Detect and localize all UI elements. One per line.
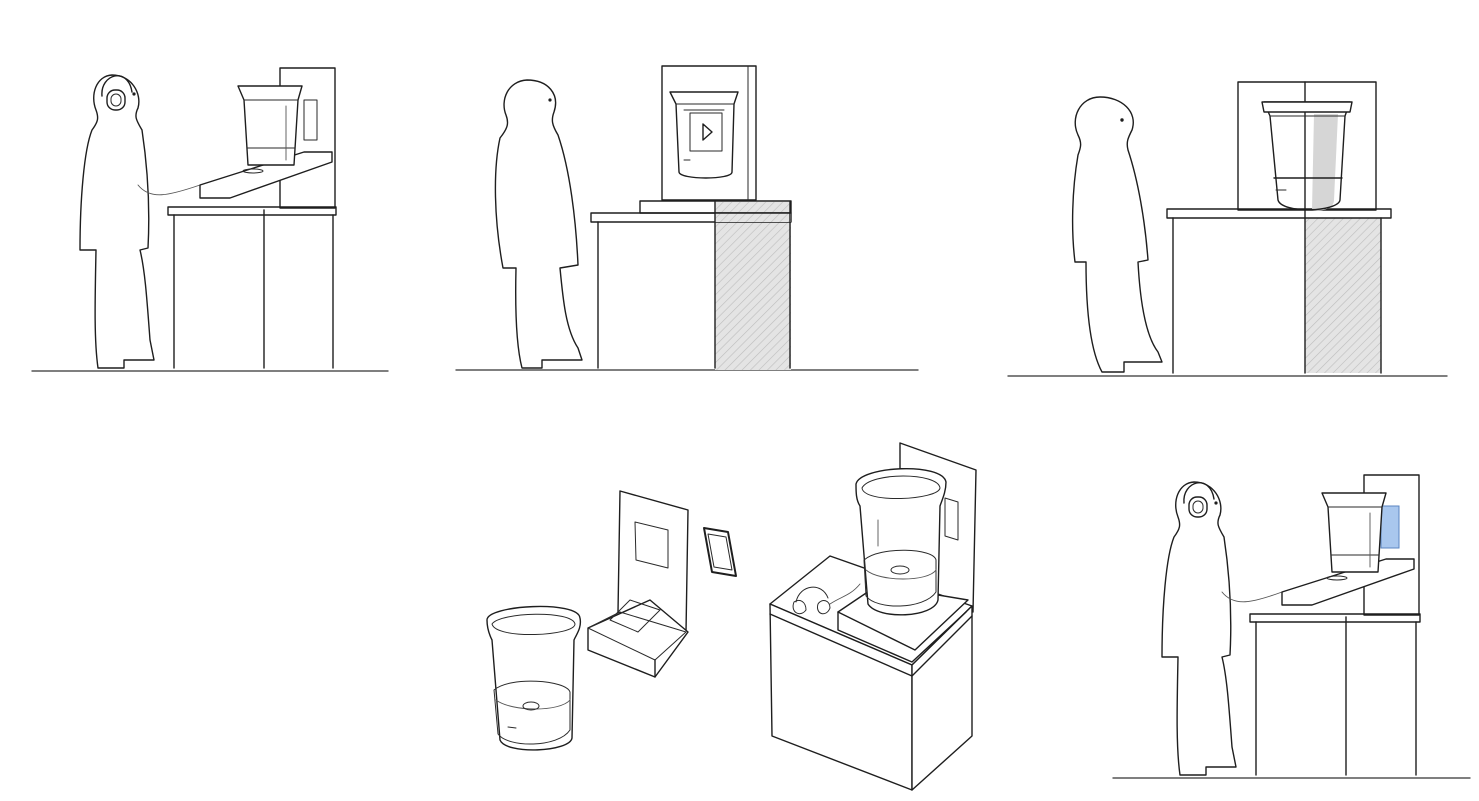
person-figure — [1071, 96, 1163, 373]
slanted-stand — [1281, 558, 1415, 606]
shaded-side — [715, 202, 791, 370]
eye — [1214, 501, 1218, 505]
person-figure — [494, 79, 583, 369]
screen-outline — [303, 99, 318, 141]
shaded-side — [1305, 218, 1381, 373]
kiosk-table — [167, 206, 337, 369]
kiosk-table — [1249, 613, 1421, 776]
play-icon — [702, 123, 713, 141]
person-figure — [1161, 481, 1237, 776]
screen-outline — [634, 521, 669, 569]
display-panel — [1237, 81, 1377, 211]
lit-screen — [1380, 505, 1400, 549]
headphones-icon — [795, 586, 829, 603]
kiosk-isometric — [769, 442, 977, 791]
slanted-stand — [199, 151, 333, 199]
headphones-icon — [101, 75, 201, 196]
jar-icon — [1321, 492, 1387, 581]
panel-1-headphone-side-view — [31, 67, 389, 372]
kiosk-table — [1166, 81, 1392, 374]
jar-icon — [669, 91, 739, 179]
eye — [132, 92, 136, 96]
jar-icon — [237, 85, 303, 174]
panel-2-video-side-view — [455, 65, 919, 371]
display-stand — [587, 490, 689, 678]
eye — [1120, 118, 1124, 122]
headphones-icon — [1183, 482, 1283, 603]
kiosk-table — [590, 200, 792, 370]
jar-icon — [1261, 101, 1353, 211]
person-figure — [79, 74, 155, 369]
eye — [548, 98, 552, 102]
panel-4-isometric-components — [486, 442, 977, 791]
panel-3-jar-front-view — [1007, 81, 1448, 377]
standalone-jar — [486, 605, 582, 751]
panel-5-headphone-screen-view — [1112, 474, 1471, 779]
tablet-device — [703, 527, 737, 577]
